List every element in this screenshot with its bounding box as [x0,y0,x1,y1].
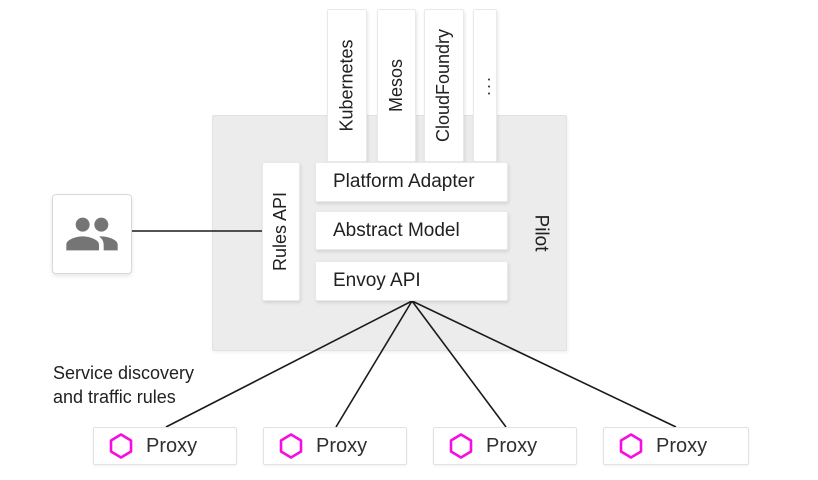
proxy-label: Proxy [146,434,198,457]
hexagon-icon [279,433,303,459]
proxy-label: Proxy [316,434,368,457]
platform-box-mesos: Mesos [377,9,416,162]
people-icon [66,217,118,251]
hexagon-icon [449,433,473,459]
users-box [52,194,132,274]
pilot-panel-label: Pilot [530,214,551,251]
platform-box-cloudfoundry: CloudFoundry [424,9,464,162]
platform-label-kubernetes: Kubernetes [336,39,357,132]
rules-api-label: Rules API [270,191,291,272]
hexagon-icon [619,433,643,459]
ellipsis-icon: ... [474,74,495,97]
hexagon-icon [109,433,133,459]
layer-abstract-model: Abstract Model [315,211,508,250]
proxy-box-2: Proxy [263,427,407,465]
caption-line-2: and traffic rules [53,387,176,407]
layer-platform-adapter: Platform Adapter [315,162,508,202]
hexagon-icon-shape [109,433,133,459]
hexagon-icon-shape [279,433,303,459]
proxy-label: Proxy [486,434,538,457]
hexagon-icon-shape [449,433,473,459]
proxy-box-3: Proxy [433,427,577,465]
rules-api-box: Rules API [262,162,300,301]
platform-label-cloudfoundry: CloudFoundry [433,28,454,143]
people-icon-path [66,217,118,251]
caption-line-1: Service discovery [53,363,195,383]
platform-label-mesos: Mesos [386,58,407,113]
layer-label-envoy-api: Envoy API [333,270,421,291]
platform-box-more: ... [473,9,497,162]
proxy-box-4: Proxy [603,427,749,465]
hexagon-icon-shape [619,433,643,459]
layer-envoy-api: Envoy API [315,261,508,301]
proxy-box-1: Proxy [93,427,237,465]
proxy-label: Proxy [656,434,708,457]
platform-box-kubernetes: Kubernetes [327,9,367,162]
layer-label-abstract-model: Abstract Model [333,219,460,241]
caption-service-discovery: Service discovery and traffic rules [53,361,194,409]
layer-label-platform-adapter: Platform Adapter [333,171,475,192]
